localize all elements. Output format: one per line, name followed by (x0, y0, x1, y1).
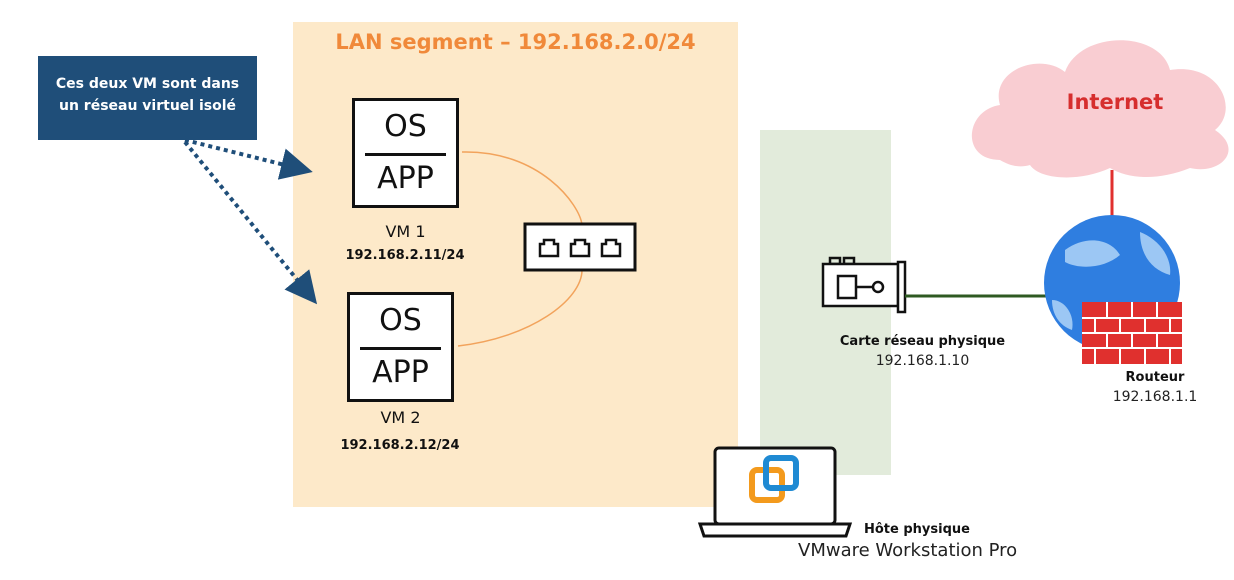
vm1-name: VM 1 (385, 222, 426, 241)
vm1-os-label: OS (384, 109, 427, 144)
vmware-logo-icon (749, 455, 799, 503)
nic-ip: 192.168.1.10 (875, 353, 970, 369)
nic-label: Carte réseau physique (839, 334, 1006, 349)
nic-icon (821, 256, 907, 314)
internet-label: Internet (1066, 90, 1164, 114)
host-app-label: VMware Workstation Pro (798, 540, 1018, 561)
vm1-ip: 192.168.2.11/24 (345, 248, 465, 263)
vm2-box: OS APP (347, 292, 454, 402)
callout-arrow-vm1 (184, 138, 313, 180)
callout-arrow-vm2 (183, 140, 318, 305)
isolated-network-callout: Ces deux VM sont dans un réseau virtuel … (38, 56, 257, 140)
vm1-app-label: APP (377, 161, 434, 196)
vm2-switch-link (457, 269, 583, 347)
vm2-name: VM 2 (380, 408, 421, 427)
callout-line-1: Ces deux VM sont dans (55, 76, 240, 92)
lan-segment-title: LAN segment – 192.168.2.0/24 (335, 30, 696, 54)
callout-line-2: un réseau virtuel isolé (58, 98, 237, 114)
firewall-icon (1082, 302, 1182, 364)
vm2-app-label: APP (372, 355, 429, 390)
cloud-icon (971, 40, 1229, 178)
vm1-divider (365, 153, 446, 156)
vm2-divider (360, 347, 441, 350)
router-label: Routeur (1125, 370, 1185, 385)
router-ip: 192.168.1.1 (1112, 389, 1198, 405)
laptop-icon (697, 446, 853, 538)
switch-icon (523, 222, 637, 272)
vm1-switch-link (461, 151, 583, 226)
vm2-ip: 192.168.2.12/24 (340, 438, 460, 453)
vm1-box: OS APP (352, 98, 459, 208)
host-label: Hôte physique (864, 522, 970, 537)
vm2-os-label: OS (379, 303, 422, 338)
